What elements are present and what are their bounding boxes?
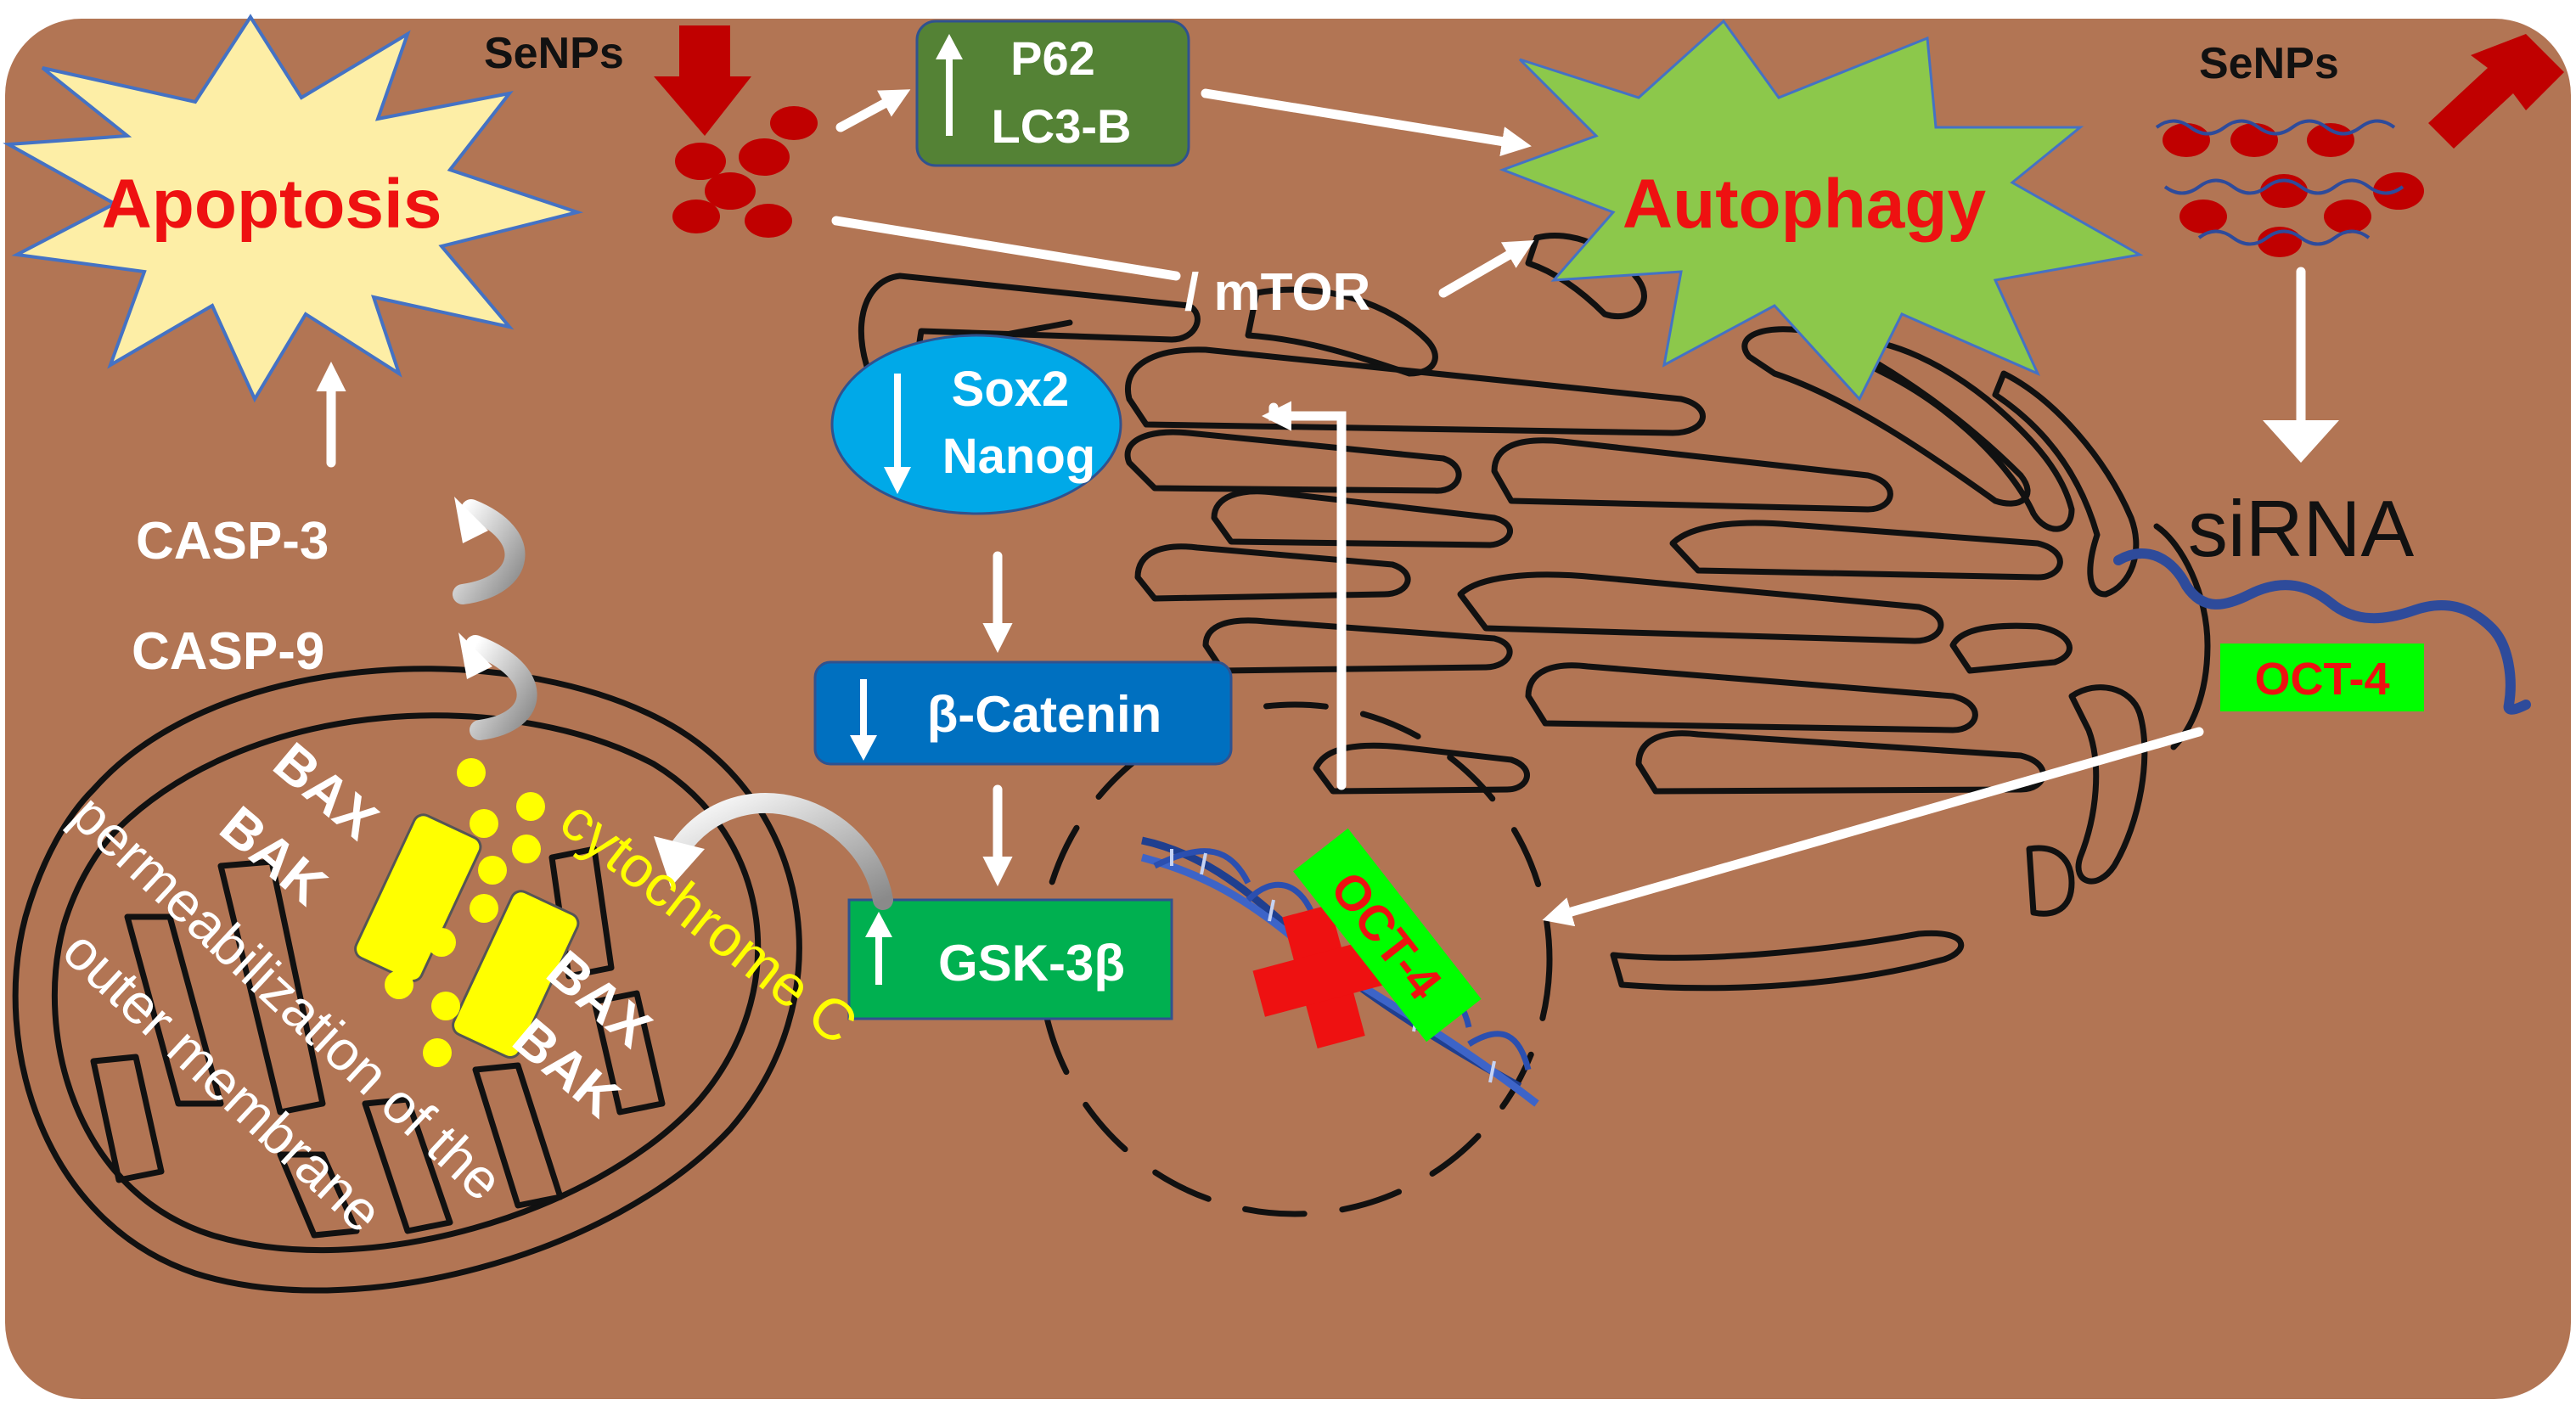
senps-right-label: SeNPs bbox=[2199, 39, 2339, 88]
oct4-sirna-label: OCT-4 bbox=[2254, 654, 2389, 705]
casp3-label: CASP-3 bbox=[136, 512, 329, 570]
curved-arrow-gsk3b-to-cytochrome bbox=[669, 793, 893, 910]
nanoparticle-cluster-icon bbox=[2155, 119, 2424, 257]
p62-label: P62 bbox=[1010, 31, 1095, 85]
oct4-dna-badge bbox=[1293, 828, 1482, 1043]
autophagy-burst bbox=[1499, 19, 2144, 402]
beta-catenin-label: β-Catenin bbox=[927, 686, 1162, 743]
down-arrow-icon bbox=[884, 374, 911, 494]
down-arrow-icon bbox=[850, 679, 877, 761]
apoptosis-label: Apoptosis bbox=[102, 166, 442, 243]
gsk3b-label: GSK-3β bbox=[938, 935, 1125, 992]
gsk3b-box bbox=[847, 898, 1173, 1020]
lc3b-label: LC3-B bbox=[992, 99, 1132, 153]
curved-arrow-casp9-to-casp3 bbox=[453, 499, 526, 604]
p62-lc3b-box bbox=[915, 20, 1190, 167]
arrow-senps-to-p62 bbox=[835, 89, 911, 132]
up-arrow-icon bbox=[936, 34, 963, 136]
nanog-label: Nanog bbox=[942, 429, 1095, 484]
arrow-senps-to-mtor bbox=[831, 216, 1181, 281]
up-arrow-icon bbox=[865, 912, 892, 985]
cytochrome-c-particles bbox=[385, 758, 545, 1067]
oct4-sirna-badge bbox=[2220, 643, 2424, 711]
senps-left-arrow-icon bbox=[654, 25, 751, 136]
autophagy-label: Autophagy bbox=[1623, 166, 1987, 243]
sirna-strand-icon bbox=[2113, 548, 2531, 715]
pore-complex bbox=[354, 758, 580, 1067]
arrow-senps-to-sirna-head bbox=[2263, 420, 2339, 463]
arrow-p62-to-autophagy bbox=[1201, 88, 1532, 156]
sirna-label: siRNA bbox=[2188, 484, 2415, 573]
mtor-label: / mTOR bbox=[1184, 263, 1370, 322]
pathway-arrows bbox=[316, 88, 2339, 927]
nanoparticle-cluster-icon bbox=[672, 106, 818, 238]
senps-left-label: SeNPs bbox=[484, 29, 624, 78]
sox2-label: Sox2 bbox=[952, 362, 1070, 417]
arrow-sirna-to-oct4 bbox=[1542, 727, 2204, 927]
arrow-mtor-to-autophagy bbox=[1438, 239, 1535, 298]
beta-catenin-box bbox=[813, 660, 1233, 766]
apoptosis-burst bbox=[3, 14, 584, 403]
senps-right-arrow-icon bbox=[2428, 34, 2564, 149]
casp9-label: CASP-9 bbox=[132, 622, 324, 681]
curved-arrow-pore-to-casp9 bbox=[465, 635, 537, 740]
